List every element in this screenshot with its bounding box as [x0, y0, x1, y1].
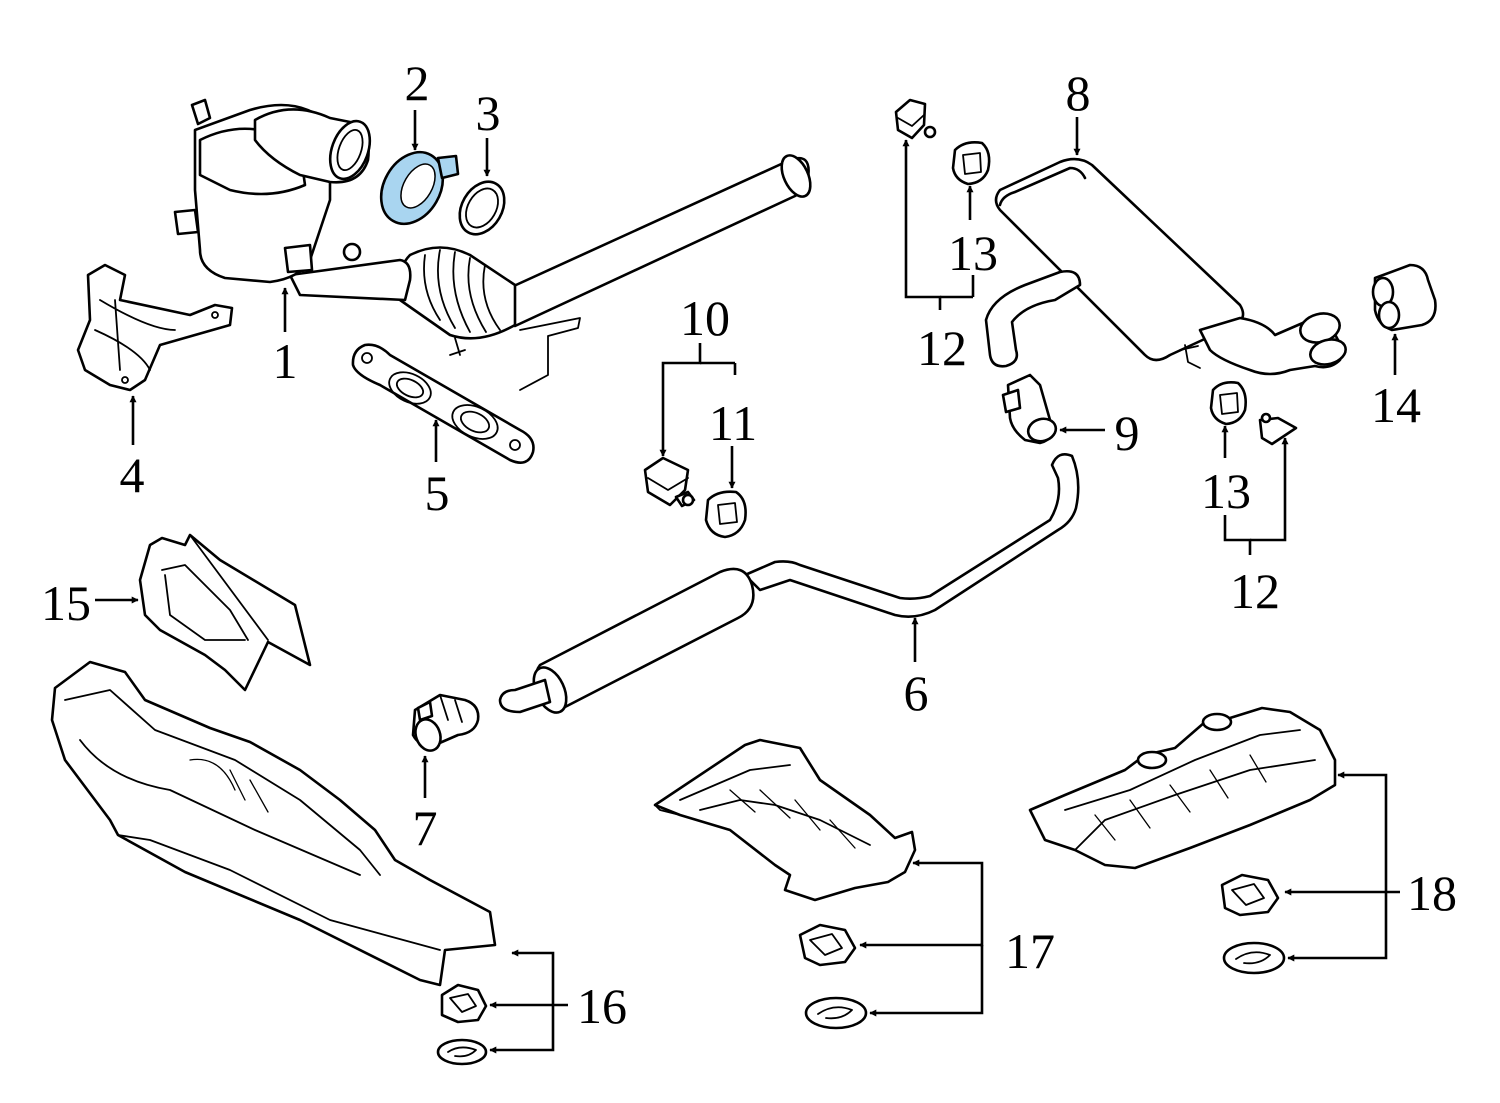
- part-17-heat-shield[interactable]: [653, 738, 917, 902]
- part-13-insulator-bottom[interactable]: [1209, 381, 1247, 426]
- callout-12-top: 12: [917, 320, 967, 376]
- callout-12-bottom: 12: [1230, 563, 1280, 619]
- part-7-clamp[interactable]: [411, 693, 480, 754]
- leader-lines: [95, 110, 1400, 1054]
- callout-8: 8: [1066, 65, 1091, 121]
- part-10-hanger[interactable]: [643, 456, 696, 508]
- part-9-clamp[interactable]: [1001, 373, 1058, 445]
- part-18-nut[interactable]: [1220, 873, 1280, 917]
- callout-10: 10: [680, 290, 730, 346]
- callout-13-top: 13: [948, 225, 998, 281]
- part-16-washer[interactable]: [436, 1038, 488, 1066]
- callout-4: 4: [120, 447, 145, 503]
- callout-labels: 1 2 3 4 5 6 7 8 9 10 11 12 12 13 13 14 1…: [41, 55, 1457, 1034]
- part-17-washer[interactable]: [804, 996, 868, 1030]
- part-3-gasket-ring[interactable]: [451, 174, 514, 242]
- callout-2: 2: [405, 55, 430, 111]
- callout-15: 15: [41, 575, 91, 631]
- callout-14: 14: [1371, 377, 1421, 433]
- callout-13-bottom: 13: [1201, 463, 1251, 519]
- part-11-insulator[interactable]: [704, 490, 747, 539]
- part-15-heat-shield[interactable]: [138, 533, 312, 692]
- callout-5: 5: [425, 465, 450, 521]
- callout-7: 7: [413, 800, 438, 856]
- callout-9: 9: [1115, 405, 1140, 461]
- callout-1: 1: [273, 333, 298, 389]
- part-16-nut[interactable]: [440, 983, 488, 1024]
- part-1-catalytic-converter[interactable]: [173, 98, 816, 391]
- part-18-washer[interactable]: [1222, 941, 1286, 975]
- part-6-intermediate-pipe[interactable]: [498, 453, 1080, 717]
- part-14-tailpipe-tips[interactable]: [1371, 263, 1437, 332]
- callout-17: 17: [1005, 923, 1055, 979]
- callout-18: 18: [1407, 865, 1457, 921]
- callout-6: 6: [904, 665, 929, 721]
- part-2-clamp-highlighted[interactable]: [369, 141, 460, 235]
- part-12-bracket-bottom[interactable]: [1258, 412, 1298, 446]
- part-8-rear-muffler[interactable]: [984, 157, 1348, 376]
- part-17-nut[interactable]: [798, 923, 857, 967]
- callout-11: 11: [709, 395, 757, 451]
- callout-3: 3: [476, 85, 501, 141]
- part-4-heat-shield[interactable]: [76, 263, 234, 392]
- part-5-gasket-plate[interactable]: [351, 343, 535, 464]
- callout-16: 16: [577, 978, 627, 1034]
- part-13-insulator-top[interactable]: [951, 141, 991, 186]
- part-12-hanger-top[interactable]: [894, 98, 937, 140]
- part-18-heat-shield-rear[interactable]: [1028, 706, 1337, 870]
- part-16-heat-shield-long[interactable]: [50, 660, 497, 987]
